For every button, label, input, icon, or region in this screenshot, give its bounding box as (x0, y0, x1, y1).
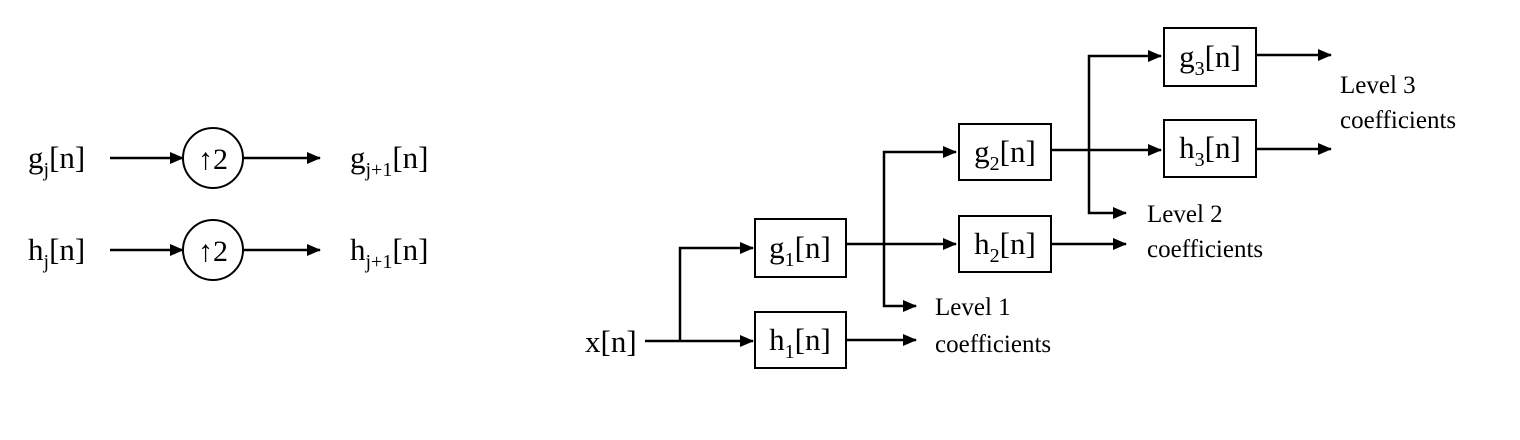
filter-box-g2 (958, 123, 1052, 181)
upsample-by-2-symbol: ↑2 (198, 143, 228, 176)
filter-label-g1: g1[n] (769, 230, 831, 271)
filter-label-h1: h1[n] (769, 322, 831, 363)
level2-label-line1: Level 2 (1147, 201, 1223, 228)
level1-label-line2: coefficients (935, 331, 1051, 358)
connector-g1-to-level1 (882, 244, 917, 312)
upsampling-row-g: gj[n] ↑2 gj+1[n] (28, 127, 429, 189)
filter-box-g3 (1163, 27, 1257, 87)
upsampling-panel: gj[n] ↑2 gj+1[n] hj[n] ↑2 hj+1[n] (28, 127, 429, 281)
level2-label-line2: coefficients (1147, 236, 1263, 263)
filter-label-h3: h3[n] (1179, 130, 1241, 171)
filter-box-g1 (754, 218, 847, 278)
upsample-by-2-symbol: ↑2 (198, 235, 228, 268)
filter-label-h2: h2[n] (974, 226, 1036, 267)
input-signal-x: x[n] (585, 324, 637, 359)
level1-label-line1: Level 1 (935, 294, 1011, 321)
output-signal-gj1: gj+1[n] (350, 140, 429, 181)
decomposition-tree: x[n] g1[n] h1[n] Level 1 coefficients g2… (585, 27, 1456, 369)
connector-x-to-g1 (678, 242, 754, 341)
output-signal-hj1: hj+1[n] (350, 232, 429, 273)
connector-g2-to-level2 (1087, 150, 1127, 219)
upsampling-row-h: hj[n] ↑2 hj+1[n] (28, 219, 429, 281)
input-signal-gj: gj[n] (28, 140, 85, 181)
filter-label-g3: g3[n] (1179, 39, 1241, 80)
filter-label-g2: g2[n] (974, 134, 1036, 175)
level3-label-line1: Level 3 (1340, 72, 1416, 99)
connector-g2-to-g3 (1087, 50, 1162, 150)
connector-g1-to-g2 (882, 146, 957, 244)
level3-label-line2: coefficients (1340, 107, 1456, 134)
input-signal-hj: hj[n] (28, 232, 85, 273)
